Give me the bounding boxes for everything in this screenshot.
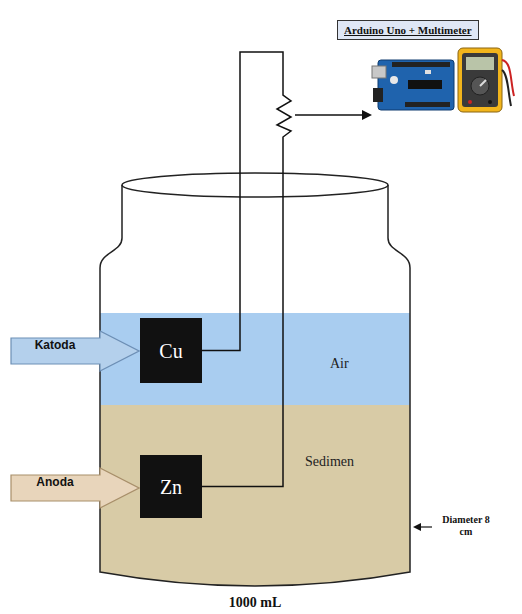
region-label: Air: [330, 355, 349, 372]
arrow-outline: [11, 331, 139, 371]
callout-label: Katoda: [10, 338, 100, 364]
dimension-label: Diameter 8 cm: [438, 514, 494, 538]
arduino-board: [372, 60, 454, 110]
multimeter: [458, 48, 514, 112]
water-fill: [100, 313, 410, 405]
sediment-band: SedimenZn: [100, 405, 410, 573]
region-label: Sedimen: [305, 453, 354, 470]
callout-label: Anoda: [10, 475, 100, 501]
diameter-pointer: [420, 526, 432, 527]
arrow-shape: [10, 467, 140, 509]
cathode-electrode: Cu: [140, 318, 202, 383]
diameter-pointer-head: [413, 523, 421, 531]
signal-arrow: [295, 114, 364, 116]
device-label-box: Arduino Uno + Multimeter: [337, 20, 479, 40]
jar-rim: [122, 173, 388, 197]
device-label: Arduino Uno + Multimeter: [344, 23, 472, 37]
circuit-wire: [202, 52, 291, 487]
anode-callout: Anoda: [10, 467, 140, 509]
volume-label: 1000 mL: [195, 594, 315, 611]
electrode-label: Zn: [160, 476, 182, 498]
cathode-callout: Katoda: [10, 330, 140, 372]
signal-arrowhead: [362, 110, 372, 120]
anode-electrode: Zn: [140, 455, 202, 518]
arrow-outline: [11, 468, 139, 508]
electrode-label: Cu: [159, 340, 182, 362]
sediment-fill: [100, 405, 410, 586]
water-band: Air Cu: [100, 313, 410, 405]
jar-outline: [100, 185, 410, 586]
